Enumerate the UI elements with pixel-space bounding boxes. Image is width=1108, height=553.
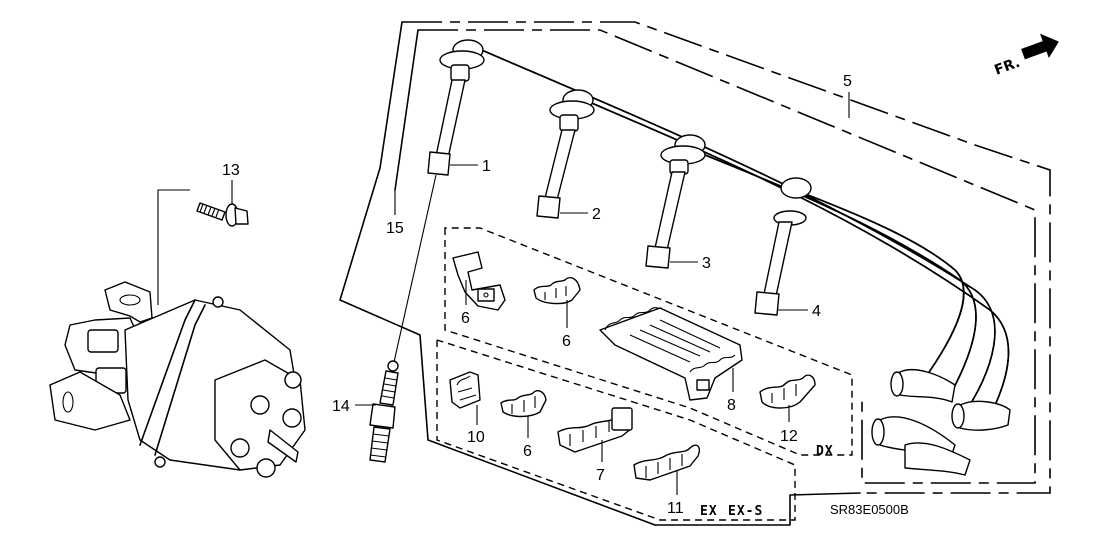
wire-clamp-6-ex [500,390,547,418]
callout-9: 8 [727,397,736,414]
trim-label-dx: DX [816,444,834,459]
callout-6a: 6 [562,333,571,350]
trim-label-ex-s: EX-S [728,504,763,519]
front-direction-indicator: FR. [992,33,1059,79]
callout-2: 2 [592,206,601,223]
callout-1: 1 [482,158,491,175]
callout-10: 10 [467,429,485,446]
front-label: FR. [992,55,1022,79]
wire-clamp-6-dx [533,277,581,305]
spark-plug-14 [369,174,437,463]
dx-group-boundary [444,227,853,456]
trim-label-ex: EX [700,504,718,519]
callout-6b: 6 [523,443,532,460]
callout-5: 5 [843,73,852,90]
callout-11: 11 [667,500,684,517]
distributor-illustration [49,281,306,478]
bolt-washer-13 [196,202,249,227]
callout-13: 13 [222,162,240,179]
callout-15: 15 [386,220,404,237]
callout-3: 3 [702,255,711,272]
leader-distributor [157,189,190,305]
callout-8: 7 [596,467,605,484]
wire-holder-bracket-7 [452,251,506,311]
assembly-outline-5 [394,29,1036,484]
callout-12: 12 [780,428,798,445]
wire-clip-square-10 [449,371,481,409]
wire-clamp-8 [557,407,633,453]
wire-tray-holder-9 [599,307,743,401]
callout-4: 4 [812,303,821,320]
wire-clamp-11 [633,444,700,481]
drawing-code: SR83E0500B [830,502,909,517]
callout-7: 6 [461,310,470,327]
assembly-outline-15 [339,21,1051,526]
wire-clamp-12 [759,374,816,409]
spark-plug-wires [427,39,1011,476]
front-arrow-icon [1021,33,1059,60]
callout-14: 14 [332,398,350,415]
ex-group-boundary [436,339,796,521]
